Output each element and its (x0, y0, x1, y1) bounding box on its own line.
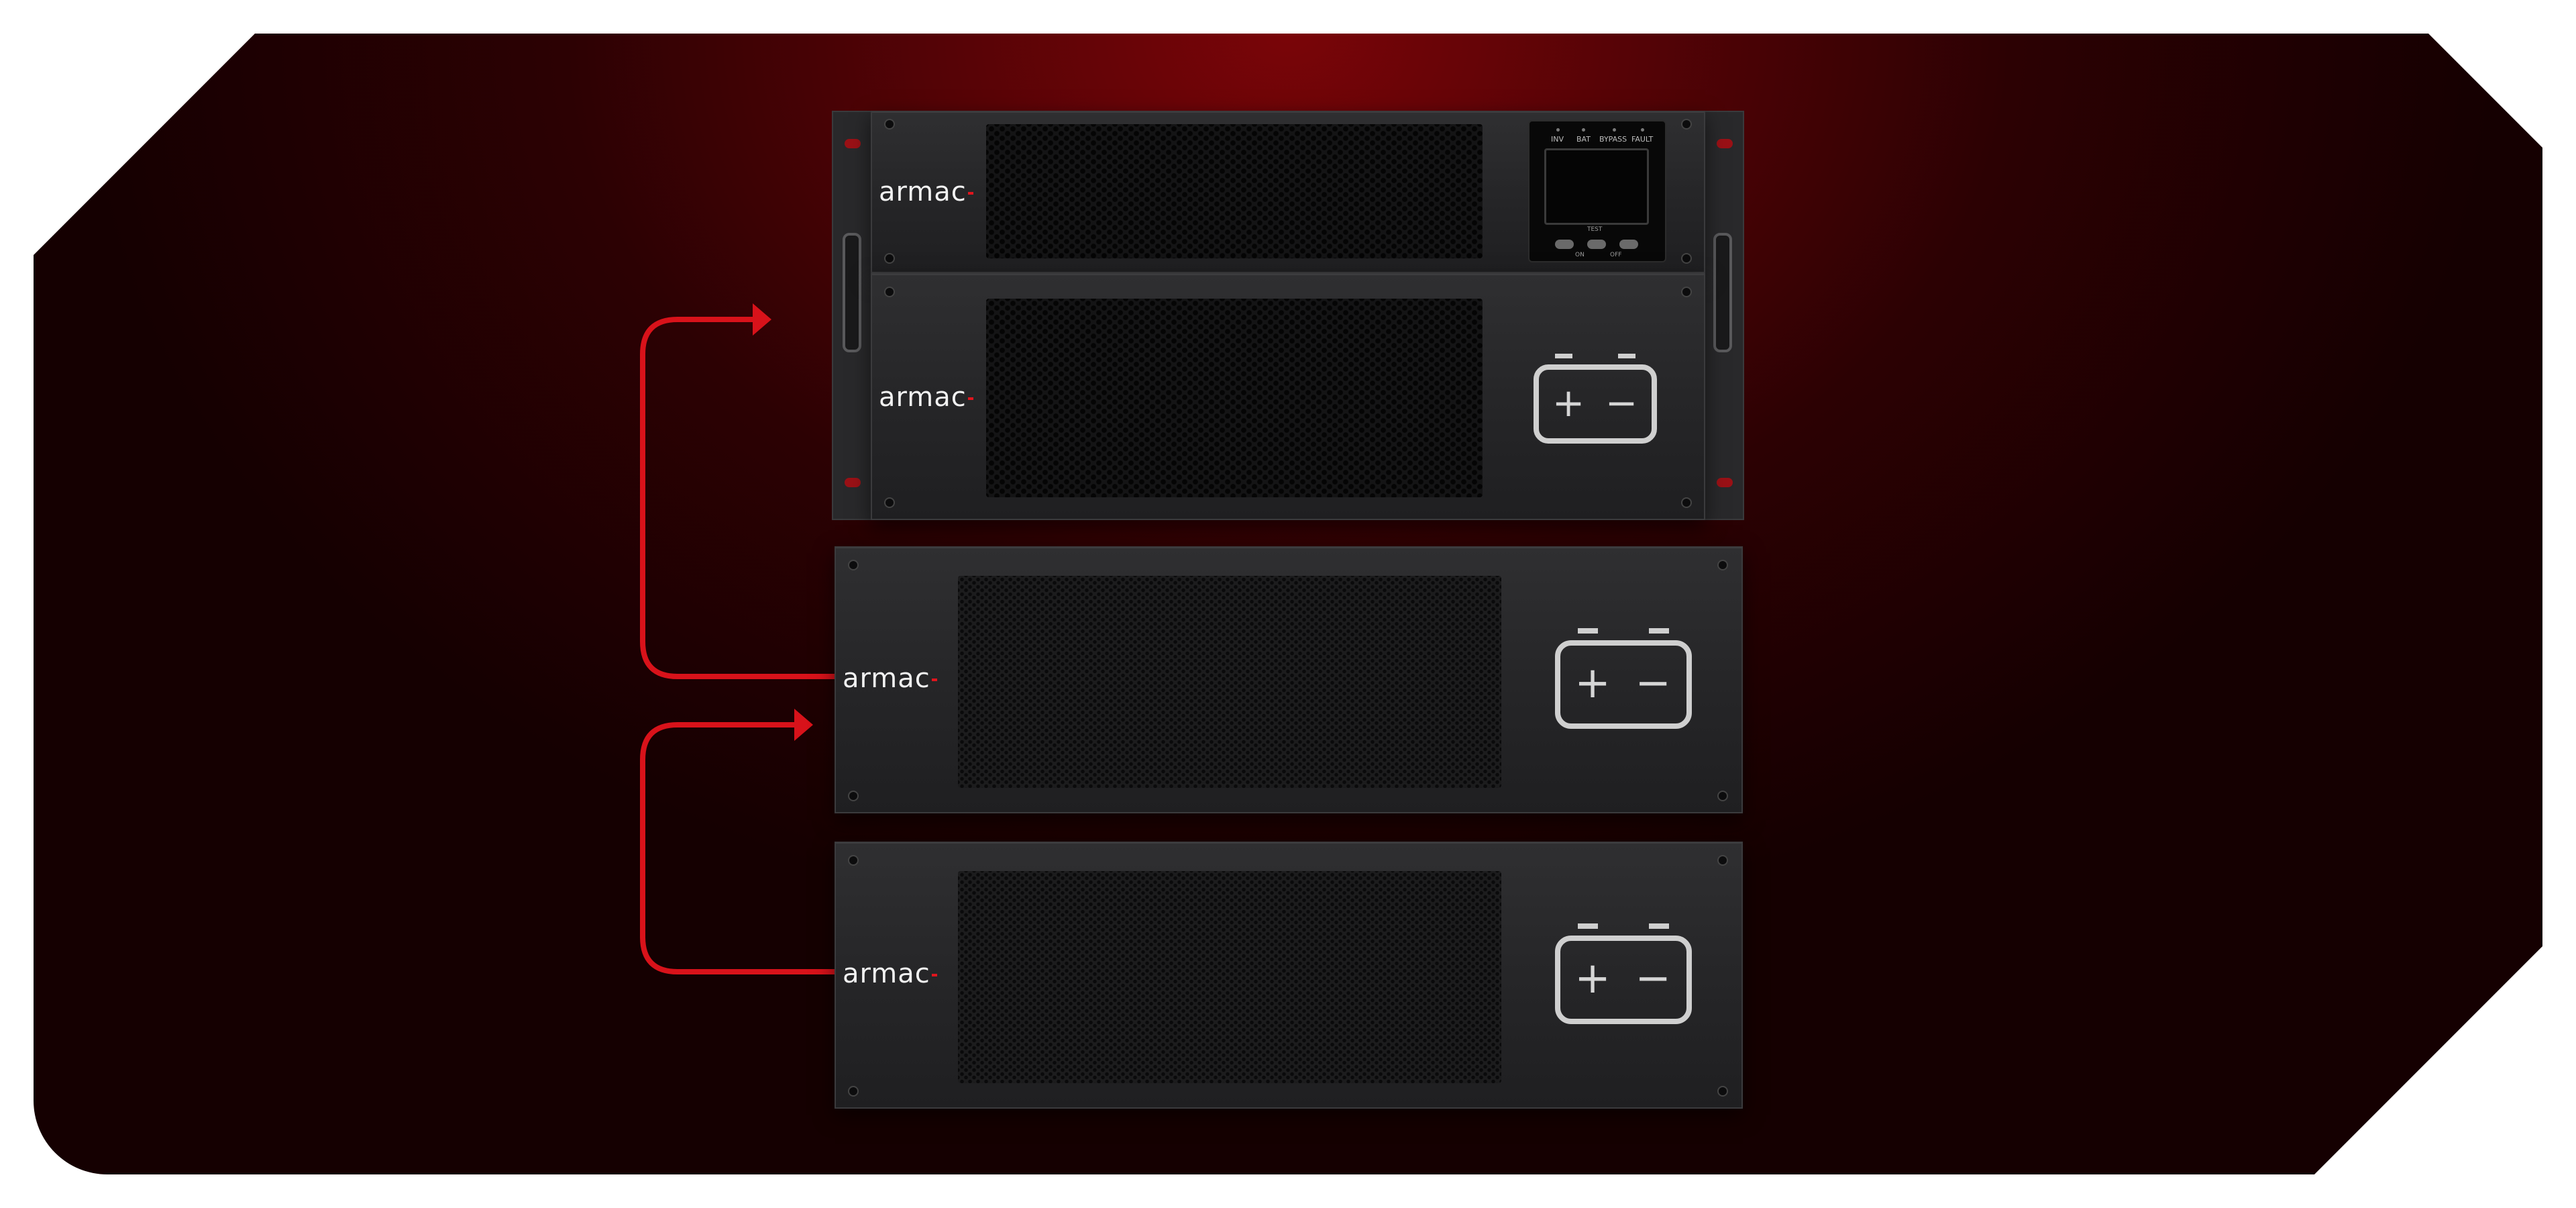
indicator-label-bypass: BYPASS (1599, 135, 1627, 144)
rack-ear-left (832, 111, 872, 520)
battery-icon: + − (1534, 354, 1657, 444)
brand-logo: armac (843, 958, 937, 989)
screw (1719, 561, 1727, 569)
arrow-head-2 (794, 709, 813, 741)
screw (849, 856, 857, 864)
screw (1682, 120, 1690, 128)
vent-grille (958, 871, 1501, 1083)
ups-battery-section: armac + − (871, 273, 1705, 520)
screw (885, 254, 894, 262)
battery-minus-sign: − (1605, 380, 1638, 425)
test-label: TEST (1587, 226, 1603, 233)
ups-button-right[interactable] (1619, 240, 1638, 249)
brand-logo: armac (879, 382, 973, 413)
battery-icon: + − (1555, 923, 1692, 1024)
rack-ear-right (1704, 111, 1744, 520)
battery-plus-sign: + (1552, 380, 1585, 425)
indicator-label-inv: INV (1551, 135, 1564, 144)
screw (1719, 792, 1727, 800)
ups-button-left[interactable] (1555, 240, 1574, 249)
brand-logo: armac (879, 177, 973, 207)
screw (1719, 1087, 1727, 1095)
screw (849, 561, 857, 569)
rack-hole (1717, 478, 1733, 487)
vent-grille (986, 299, 1483, 497)
rack-handle-right[interactable] (1713, 233, 1732, 352)
lcd-screen (1544, 148, 1649, 225)
screw (1682, 288, 1690, 296)
led-indicator (1582, 128, 1585, 132)
arrow-head-1 (753, 303, 771, 336)
vent-grille (958, 576, 1501, 788)
led-indicator (1556, 128, 1560, 132)
battery-module-1: armac + − (835, 546, 1743, 813)
connector-line-1 (640, 317, 837, 679)
battery-minus-sign: − (1635, 954, 1671, 1003)
connector-line-2 (640, 722, 837, 974)
battery-plus-sign: + (1574, 954, 1611, 1003)
screw (885, 120, 894, 128)
screw (1719, 856, 1727, 864)
ups-main-unit: armac INV BAT BYPASS FAULT TEST ON OFF (871, 111, 1705, 273)
vent-grille (986, 124, 1483, 258)
battery-module-2: armac + − (835, 842, 1743, 1109)
battery-icon: + − (1555, 628, 1692, 729)
screw (1682, 254, 1690, 262)
led-indicator (1641, 128, 1644, 132)
rack-hole (845, 478, 861, 487)
led-indicator (1613, 128, 1616, 132)
off-label: OFF (1610, 252, 1622, 258)
screw (849, 792, 857, 800)
on-label: ON (1575, 252, 1585, 258)
rack-hole (845, 139, 861, 148)
battery-minus-sign: − (1635, 658, 1671, 708)
rack-handle-left[interactable] (843, 233, 861, 352)
indicator-label-fault: FAULT (1631, 135, 1654, 144)
indicator-label-bat: BAT (1576, 135, 1591, 144)
screw (885, 288, 894, 296)
lcd-control-panel: INV BAT BYPASS FAULT TEST ON OFF (1528, 120, 1666, 262)
brand-logo: armac (843, 663, 937, 694)
screw (849, 1087, 857, 1095)
ups-button-middle[interactable] (1587, 240, 1606, 249)
screw (885, 499, 894, 507)
screw (1682, 499, 1690, 507)
rack-hole (1717, 139, 1733, 148)
battery-plus-sign: + (1574, 658, 1611, 708)
